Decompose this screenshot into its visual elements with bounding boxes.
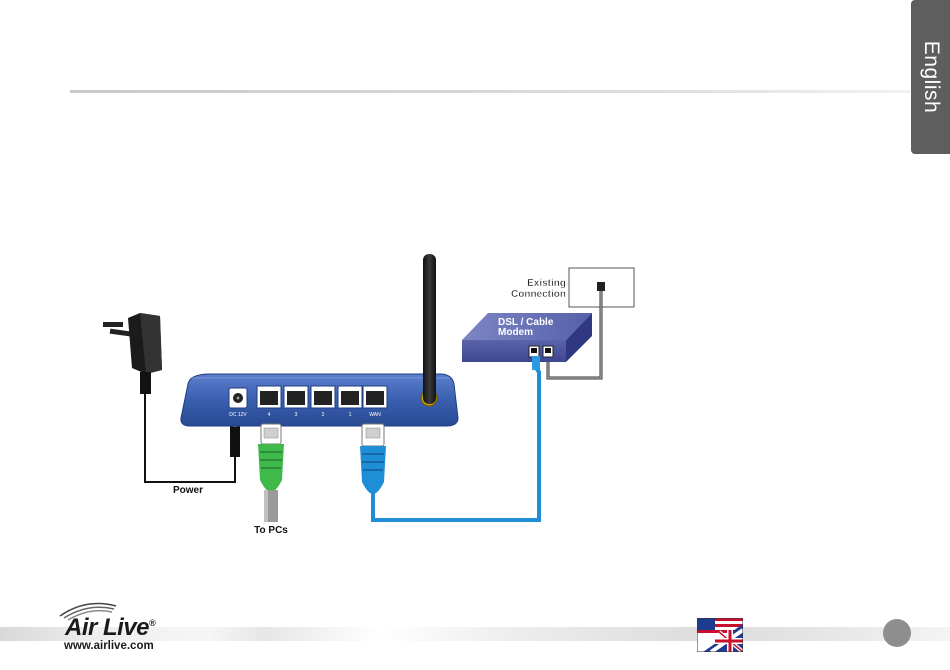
modem-label-2: Modem: [498, 327, 533, 338]
router-wan-port-label: WAN: [369, 412, 381, 418]
existing-connection-label-2: Connection: [511, 289, 566, 300]
connection-diagram: Existing Connection DSL / Cable Modem Po…: [0, 0, 950, 600]
power-adapter: [103, 313, 162, 394]
router-lan-port-label-2: 2: [322, 412, 325, 418]
router-lan-port-label-1: 1: [349, 412, 352, 418]
airlive-logo[interactable]: Air Live® www.airlive.com: [56, 598, 196, 654]
wall-socket-port: [597, 282, 605, 291]
router-power-port-label: DC 12V: [229, 412, 247, 418]
router-lan-port-label-3: 3: [295, 412, 298, 418]
language-flag-icon[interactable]: [697, 618, 743, 652]
logo-url: www.airlive.com: [64, 640, 154, 652]
logo-brand-text: Air Live®: [65, 614, 155, 642]
router-lan-port-label-4: 4: [268, 412, 271, 418]
power-label: Power: [173, 485, 203, 496]
router: [181, 374, 458, 426]
existing-connection-label-1: Existing: [527, 278, 566, 289]
to-pcs-label: To PCs: [254, 525, 288, 536]
lan-cable-green: [258, 424, 284, 522]
router-antenna: [423, 254, 436, 404]
page-number-badge: [883, 619, 911, 647]
wan-cable-plug: [360, 424, 386, 494]
